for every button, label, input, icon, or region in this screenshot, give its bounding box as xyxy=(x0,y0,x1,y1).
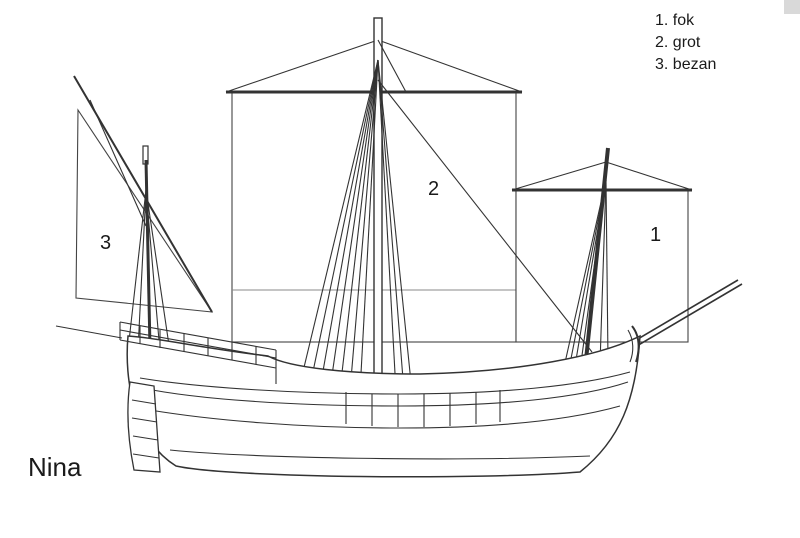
legend-item-bezan: 3. bezan xyxy=(655,56,717,73)
fore-sail-label: 1 xyxy=(650,224,662,246)
mizzen-sail-label: 3 xyxy=(100,232,112,254)
ship-name: Nina xyxy=(28,452,82,482)
main-shrouds xyxy=(299,39,593,393)
legend-item-fok: 1. fok xyxy=(655,12,695,29)
mizzen-shrouds xyxy=(55,99,171,353)
main-sail-label: 2 xyxy=(428,178,440,200)
fore-shrouds xyxy=(561,179,609,377)
hull xyxy=(119,321,641,478)
bowsprit xyxy=(625,279,743,351)
rudder xyxy=(127,381,161,473)
sail-legend: 1. fok 2. grot 3. bezan xyxy=(655,10,716,76)
corner-mark xyxy=(784,0,800,14)
legend-item-grot: 2. grot xyxy=(655,34,701,51)
